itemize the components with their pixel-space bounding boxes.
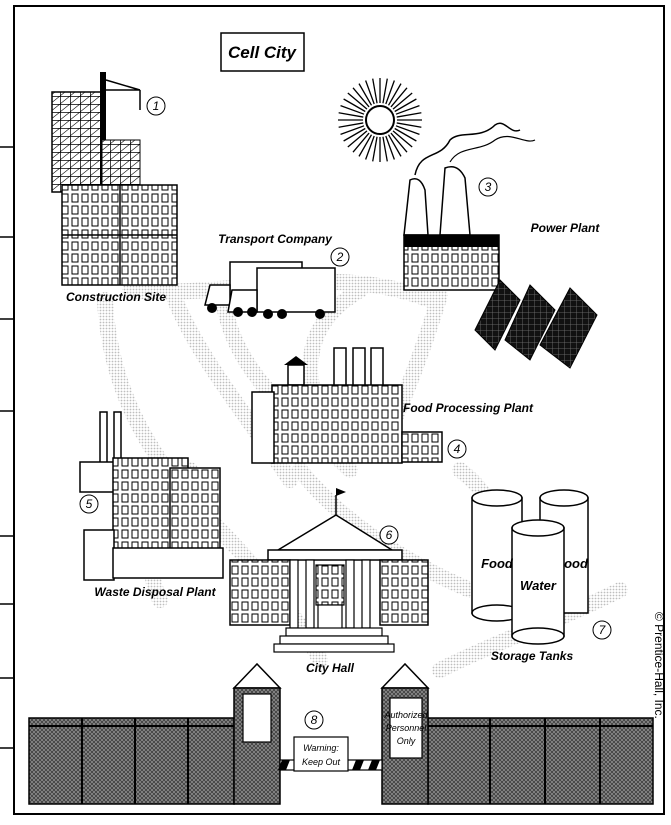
solar-panels-icon — [474, 279, 598, 369]
sun-ray — [392, 92, 413, 110]
city-hall-label: City Hall — [306, 661, 355, 675]
storage-tanks: Food Water ood 7 Storage Tanks — [471, 489, 612, 663]
sun-ray — [352, 132, 370, 153]
power-plant: 3 Power Plant — [403, 122, 601, 369]
tank-right-label: ood — [564, 556, 589, 571]
sun-ray — [343, 98, 366, 113]
sun-ray — [347, 130, 368, 148]
margin-ticks — [0, 146, 14, 749]
sun-ray — [395, 125, 420, 135]
sun-ray — [390, 132, 408, 153]
construction-site: 1 Construction Site — [51, 72, 178, 304]
sun-ray — [372, 136, 378, 162]
sun-ray — [358, 83, 373, 106]
waste-label: Waste Disposal Plant — [94, 585, 216, 599]
authorized-sign: Authorized Personnel Only — [383, 697, 429, 759]
food-processing-plant: Food Processing Plant 4 — [251, 347, 534, 464]
tank-middle-label: Water — [520, 578, 557, 593]
auth-line-2: Personnel — [386, 723, 428, 733]
sun-ray — [395, 105, 420, 115]
sun-ray — [390, 87, 408, 108]
page-title: Cell City — [228, 43, 298, 62]
sun-ray — [382, 136, 388, 162]
sun-ray — [347, 92, 368, 110]
transport-number: 2 — [336, 250, 344, 264]
warning-line-2: Keep Out — [302, 757, 341, 767]
sun-ray — [365, 135, 375, 160]
sun-ray — [340, 105, 365, 115]
transport-label: Transport Company — [218, 232, 333, 246]
storage-label: Storage Tanks — [491, 649, 574, 663]
food-processing-label: Food Processing Plant — [403, 401, 534, 415]
city-hall: 6 City Hall — [229, 488, 429, 675]
sun-ray — [385, 135, 395, 160]
sun-ray — [365, 80, 375, 105]
sun-ray — [387, 134, 402, 157]
auth-line-1: Authorized — [383, 710, 428, 720]
warning-line-1: Warning: — [303, 743, 339, 753]
sun-ray — [338, 112, 364, 118]
sun-ray — [396, 112, 422, 118]
gate-number: 8 — [311, 713, 318, 727]
sun-ray — [352, 87, 370, 108]
warning-sign: Warning: Keep Out — [293, 736, 349, 772]
food-processing-number: 4 — [454, 442, 461, 456]
sun-ray — [385, 80, 395, 105]
transport-company: Transport Company 2 — [204, 232, 350, 319]
construction-number: 1 — [153, 99, 160, 113]
sun-ray — [392, 130, 413, 148]
sun-ray — [358, 134, 373, 157]
city-hall-number: 6 — [386, 528, 393, 542]
sun-icon — [338, 78, 422, 162]
copyright-text: © Prentice-Hall, Inc. — [652, 612, 666, 719]
auth-line-3: Only — [397, 736, 416, 746]
sun-ray — [340, 125, 365, 135]
storage-number: 7 — [599, 623, 607, 637]
sun-ray — [394, 127, 417, 142]
power-label: Power Plant — [531, 221, 601, 235]
title-box: Cell City — [220, 32, 305, 72]
construction-label: Construction Site — [66, 290, 166, 304]
diagram-border — [13, 5, 665, 815]
sun-ray — [387, 83, 402, 106]
sun-ray — [382, 78, 388, 104]
power-number: 3 — [485, 180, 492, 194]
sun-ray — [372, 78, 378, 104]
waste-disposal-plant: 5 Waste Disposal Plant — [79, 411, 224, 599]
sun-ray — [396, 122, 422, 128]
sun-ray — [338, 122, 364, 128]
perimeter-fence: 8 Warning: Keep Out Authorized Personnel… — [28, 662, 654, 805]
sun-ray — [394, 98, 417, 113]
waste-number: 5 — [86, 497, 93, 511]
tank-left-label: Food — [481, 556, 514, 571]
sun-ray — [343, 127, 366, 142]
